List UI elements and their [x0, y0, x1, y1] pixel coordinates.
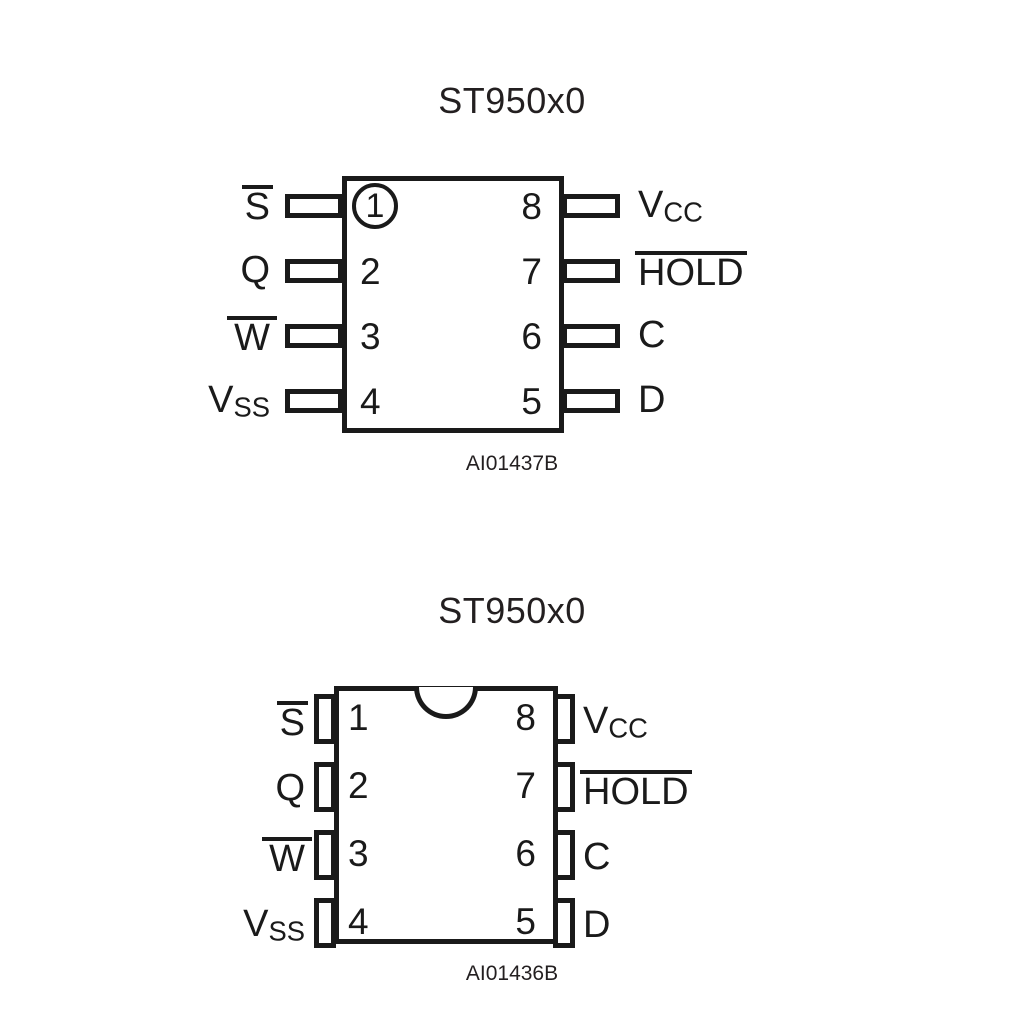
- signal-label-so8-w-bar: W: [150, 316, 277, 359]
- lead-pdip8-pin-2: [314, 762, 336, 812]
- pin-number-pdip8-3: 3: [348, 833, 369, 874]
- signal-text-pdip8-c: C: [583, 836, 611, 878]
- pin-number-pdip8-6: 6: [515, 833, 536, 874]
- pin-number-pdip8-4: 4: [348, 901, 369, 942]
- pin-number-so8-8: 8: [521, 186, 542, 227]
- lead-pdip8-pin-1: [314, 694, 336, 744]
- signal-text-pdip8-q: Q: [275, 767, 305, 809]
- signal-label-pdip8-q: Q: [190, 769, 305, 807]
- signal-label-pdip8-s-bar: S: [190, 701, 309, 744]
- signal-text-pdip8-s: S: [276, 701, 309, 744]
- lead-so8-pin-5: [562, 389, 620, 413]
- pin-number-so8-4: 4: [360, 381, 381, 422]
- signal-subscript-so8-ss: SS: [233, 391, 271, 423]
- signal-text-pdip8-w: W: [262, 837, 312, 880]
- signal-label-so8-hold-bar: HOLD: [635, 251, 747, 294]
- signal-subscript-pdip8-ss: SS: [268, 915, 306, 947]
- signal-label-pdip8-d: D: [583, 906, 610, 944]
- pin-number-so8-6: 6: [521, 316, 542, 357]
- lead-so8-pin-7: [562, 259, 620, 283]
- signal-text-so8-w: W: [227, 316, 277, 359]
- signal-text-so8-hold: HOLD: [635, 251, 747, 294]
- signal-subscript-pdip8-cc: CC: [608, 712, 648, 744]
- signal-label-so8-vss: VSS: [110, 381, 270, 421]
- pin-number-pdip8-2: 2: [348, 765, 369, 806]
- signal-label-so8-c: C: [638, 316, 665, 354]
- pin-number-pdip8-7: 7: [515, 765, 536, 806]
- package-caption-so8: AI01437B: [465, 452, 559, 475]
- signal-text-so8-c: C: [638, 314, 666, 356]
- lead-so8-pin-3: [285, 324, 343, 348]
- lead-so8-pin-8: [562, 194, 620, 218]
- signal-text-so8-d: D: [638, 379, 666, 421]
- package-body-pdip8: [334, 686, 558, 944]
- pinout-diagram-so8: ST950x0 1 2 3 4 8 7 6 5 S Q W VSS VCC HO…: [110, 80, 747, 475]
- signal-label-pdip8-vcc: VCC: [583, 702, 648, 742]
- lead-pdip8-pin-4: [314, 898, 336, 948]
- signal-label-pdip8-w-bar: W: [190, 837, 312, 880]
- pin1-marker-so8: 1: [352, 183, 398, 229]
- signal-label-so8-d: D: [638, 381, 665, 419]
- signal-label-pdip8-vss: VSS: [150, 905, 305, 945]
- signal-label-so8-q: Q: [150, 251, 270, 289]
- signal-text-so8-s: S: [241, 185, 274, 228]
- signal-label-so8-s-bar: S: [150, 185, 274, 228]
- signal-text-pdip8-d: D: [583, 904, 611, 946]
- lead-pdip8-pin-3: [314, 830, 336, 880]
- pin-number-pdip8-8: 8: [515, 697, 536, 738]
- signal-text-pdip8-v-right: V: [583, 700, 609, 742]
- signal-text-pdip8-hold: HOLD: [580, 770, 692, 813]
- pin-number-so8-7: 7: [521, 251, 542, 292]
- pin-number-pdip8-5: 5: [515, 901, 536, 942]
- pinout-diagram-pdip8: ST950x0 1 2 3 4 8 7 6 5 S Q W VSS VCC HO…: [0, 512, 1024, 1024]
- pin-number-pdip8-1: 1: [348, 697, 369, 738]
- lead-so8-pin-4: [285, 389, 343, 413]
- package-title-pdip8: ST950x0: [438, 590, 586, 631]
- signal-label-pdip8-c: C: [583, 838, 610, 876]
- signal-text-so8-v: V: [208, 379, 234, 421]
- pin-number-so8-3: 3: [360, 316, 381, 357]
- pin-number-so8-5: 5: [521, 381, 542, 422]
- lead-so8-pin-1: [285, 194, 343, 218]
- lead-so8-pin-6: [562, 324, 620, 348]
- package-title-so8: ST950x0: [438, 80, 586, 121]
- signal-subscript-so8-cc: CC: [663, 196, 703, 228]
- signal-text-pdip8-v: V: [243, 903, 269, 945]
- signal-text-so8-v-right: V: [638, 184, 664, 226]
- signal-label-so8-vcc: VCC: [638, 186, 703, 226]
- package-caption-pdip8: AI01436B: [465, 962, 559, 985]
- pin-number-so8-2: 2: [360, 251, 381, 292]
- lead-so8-pin-2: [285, 259, 343, 283]
- signal-text-so8-q: Q: [240, 249, 270, 291]
- signal-label-pdip8-hold-bar: HOLD: [580, 770, 692, 813]
